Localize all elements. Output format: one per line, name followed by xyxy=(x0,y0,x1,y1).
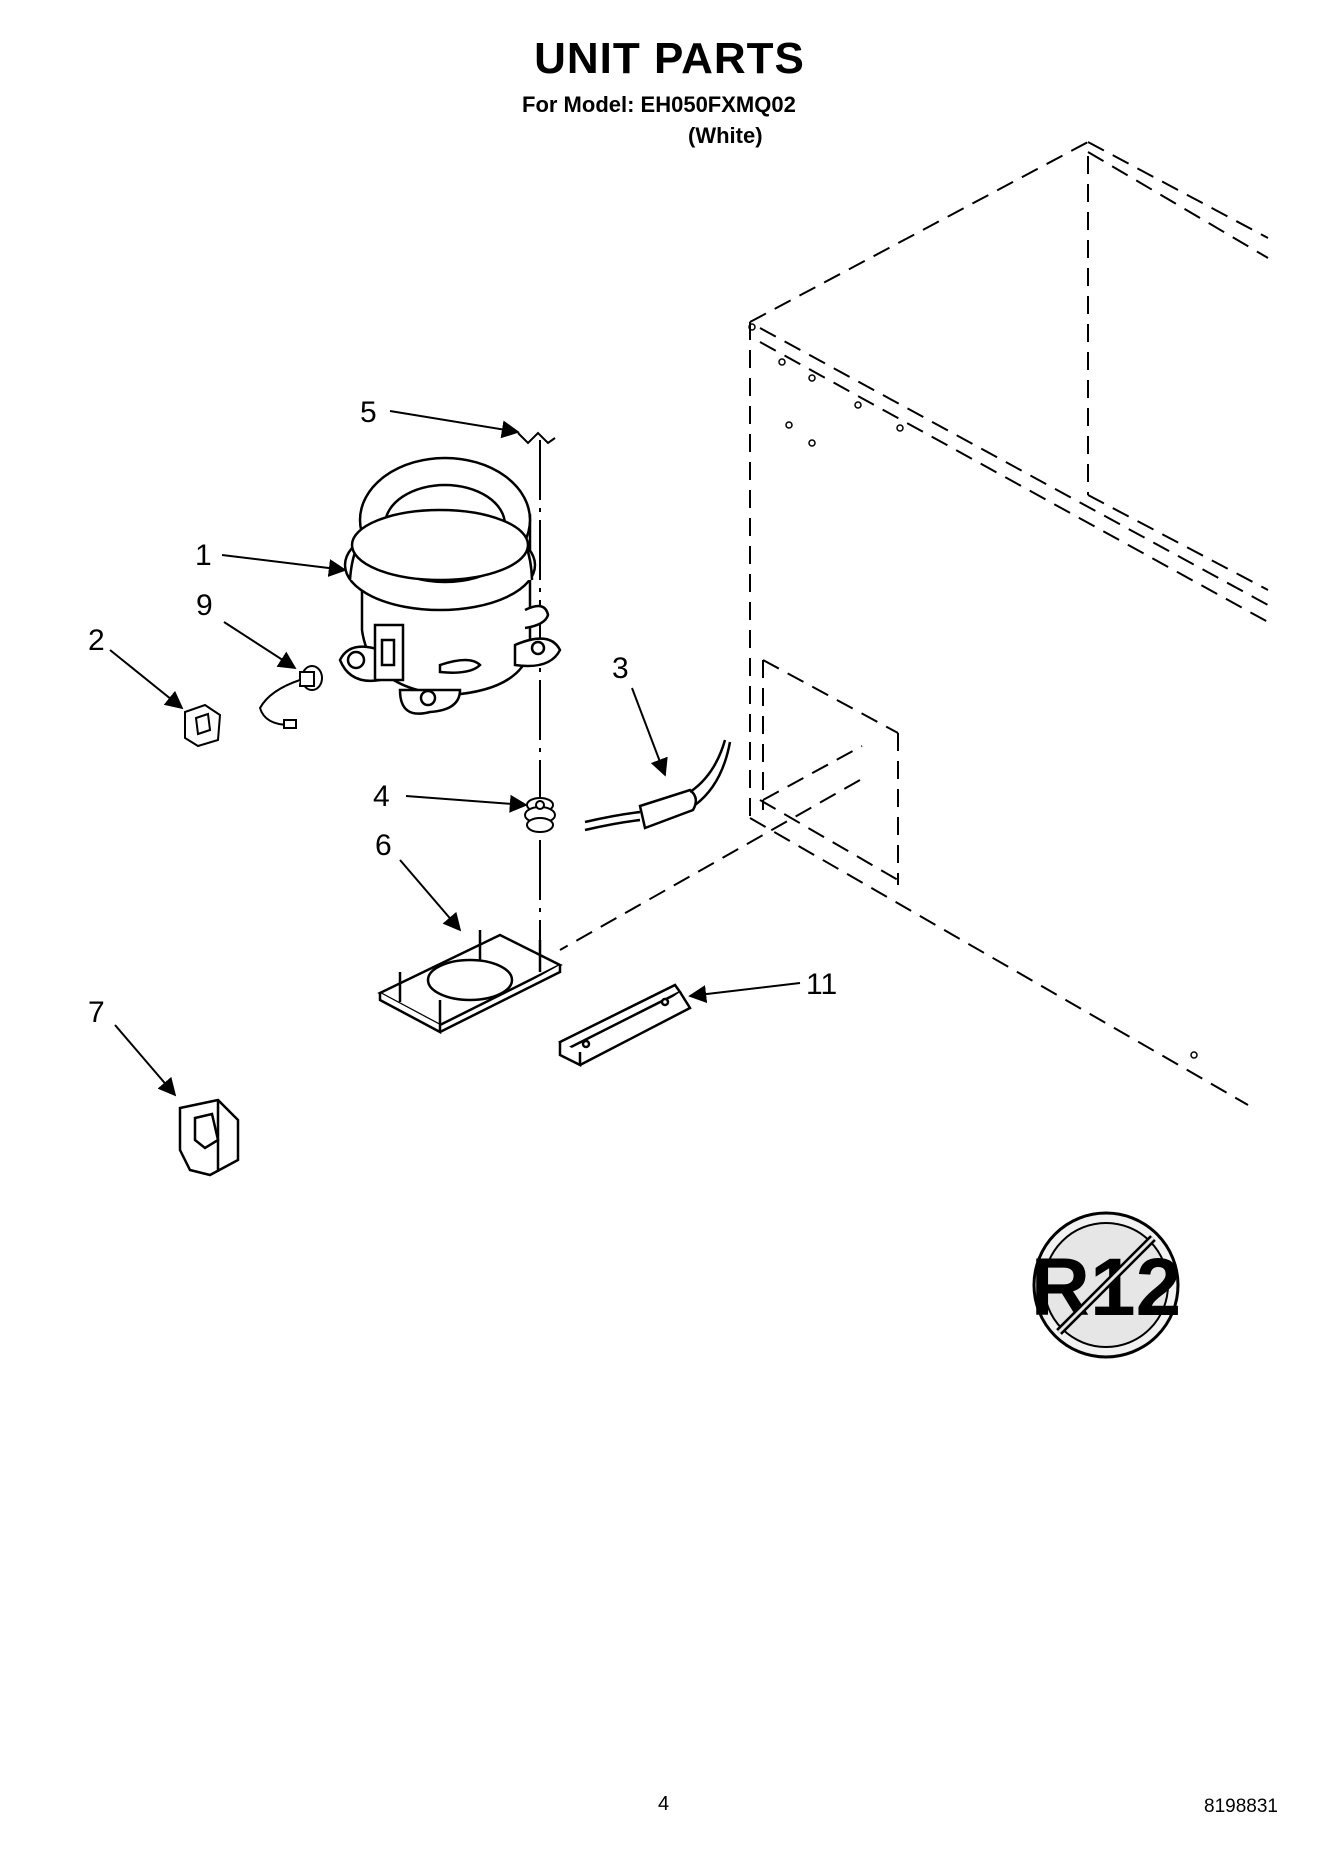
callout-3: 3 xyxy=(612,652,629,685)
r12-prohibited-badge: R12 xyxy=(1031,1211,1181,1359)
color-line: (White) xyxy=(688,123,763,148)
page-number: 4 xyxy=(658,1793,670,1815)
cabinet-holes xyxy=(748,323,1198,1059)
document-number: 8198831 xyxy=(1204,1796,1278,1817)
callout-7: 7 xyxy=(88,996,105,1029)
callout-5: 5 xyxy=(360,396,377,429)
grommet-part-4 xyxy=(524,797,556,833)
callout-9: 9 xyxy=(196,589,213,622)
callout-11: 11 xyxy=(806,968,837,1001)
page-title: UNIT PARTS xyxy=(534,34,805,83)
leader-lines xyxy=(109,410,801,1097)
compressor xyxy=(338,456,562,715)
callout-1: 1 xyxy=(195,539,212,572)
model-line: For Model: EH050FXMQ02 xyxy=(522,92,796,117)
callout-6: 6 xyxy=(375,829,392,862)
callout-2: 2 xyxy=(88,624,105,657)
terminal-cover-part-7 xyxy=(178,1098,240,1177)
clip-part-5 xyxy=(517,431,556,445)
cabinet-outline xyxy=(559,141,1269,1106)
drier-part-3 xyxy=(584,739,732,832)
overload-part-9 xyxy=(258,665,323,729)
bracket-part-11 xyxy=(558,983,692,1068)
relay-part-2 xyxy=(184,703,222,748)
callout-4: 4 xyxy=(373,780,390,813)
base-plate-part-6 xyxy=(377,930,563,1035)
